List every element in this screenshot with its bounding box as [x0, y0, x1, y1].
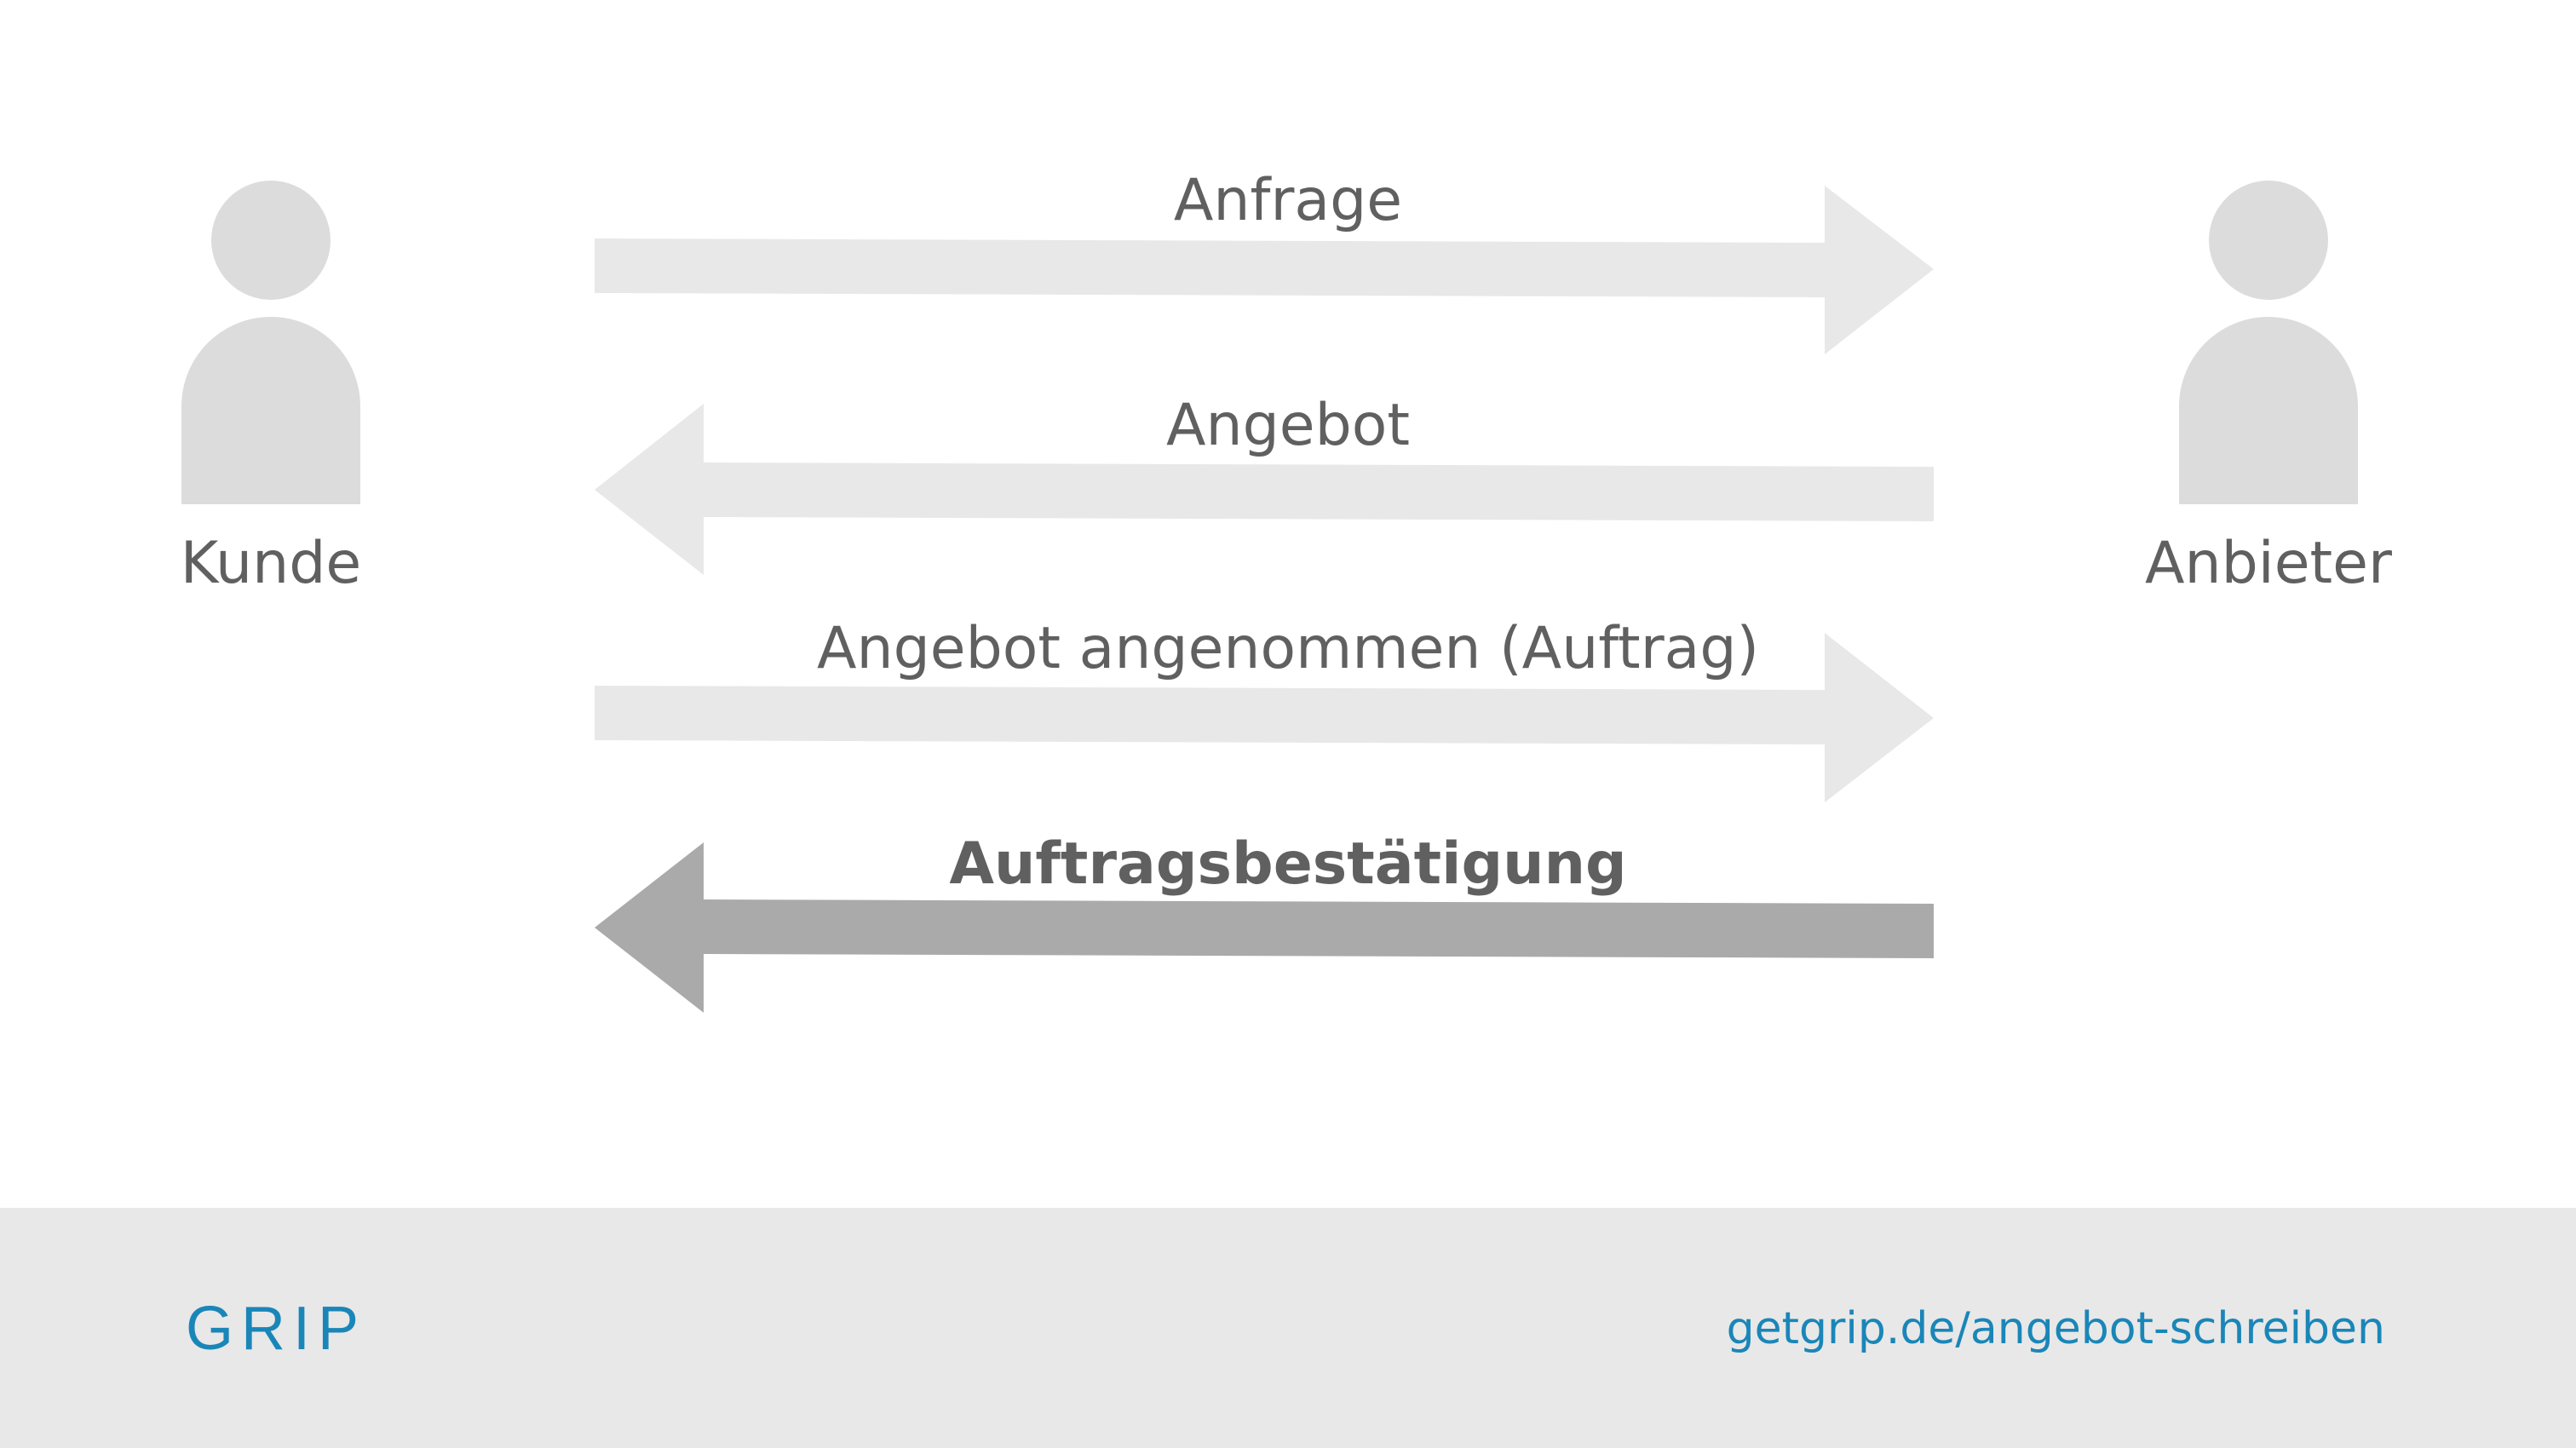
person-icon — [2179, 181, 2358, 504]
arrow-right — [595, 633, 1934, 802]
message-label-angebot-angenommen: Angebot angenommen (Auftrag) — [816, 615, 1760, 682]
arrow-left-emphasis — [595, 842, 1934, 1013]
arrow-right — [595, 186, 1934, 354]
grip-logo: GRIP — [186, 1295, 367, 1363]
message-label-anfrage: Anfrage — [1173, 167, 1403, 234]
message-label-angebot: Angebot — [1165, 392, 1411, 459]
footer — [0, 1208, 2576, 1448]
person-head — [211, 181, 331, 300]
person-body — [181, 317, 360, 504]
arrow-left — [595, 404, 1934, 575]
footer-link[interactable]: getgrip.de/angebot-schreiben — [1726, 1303, 2385, 1354]
actor-label-anbieter: Anbieter — [2145, 530, 2392, 597]
actor-label-kunde: Kunde — [180, 530, 362, 597]
person-head — [2209, 181, 2328, 300]
person-icon — [181, 181, 360, 504]
message-label-auftragsbestaetigung: Auftragsbestätigung — [949, 830, 1627, 898]
person-body — [2179, 317, 2358, 504]
